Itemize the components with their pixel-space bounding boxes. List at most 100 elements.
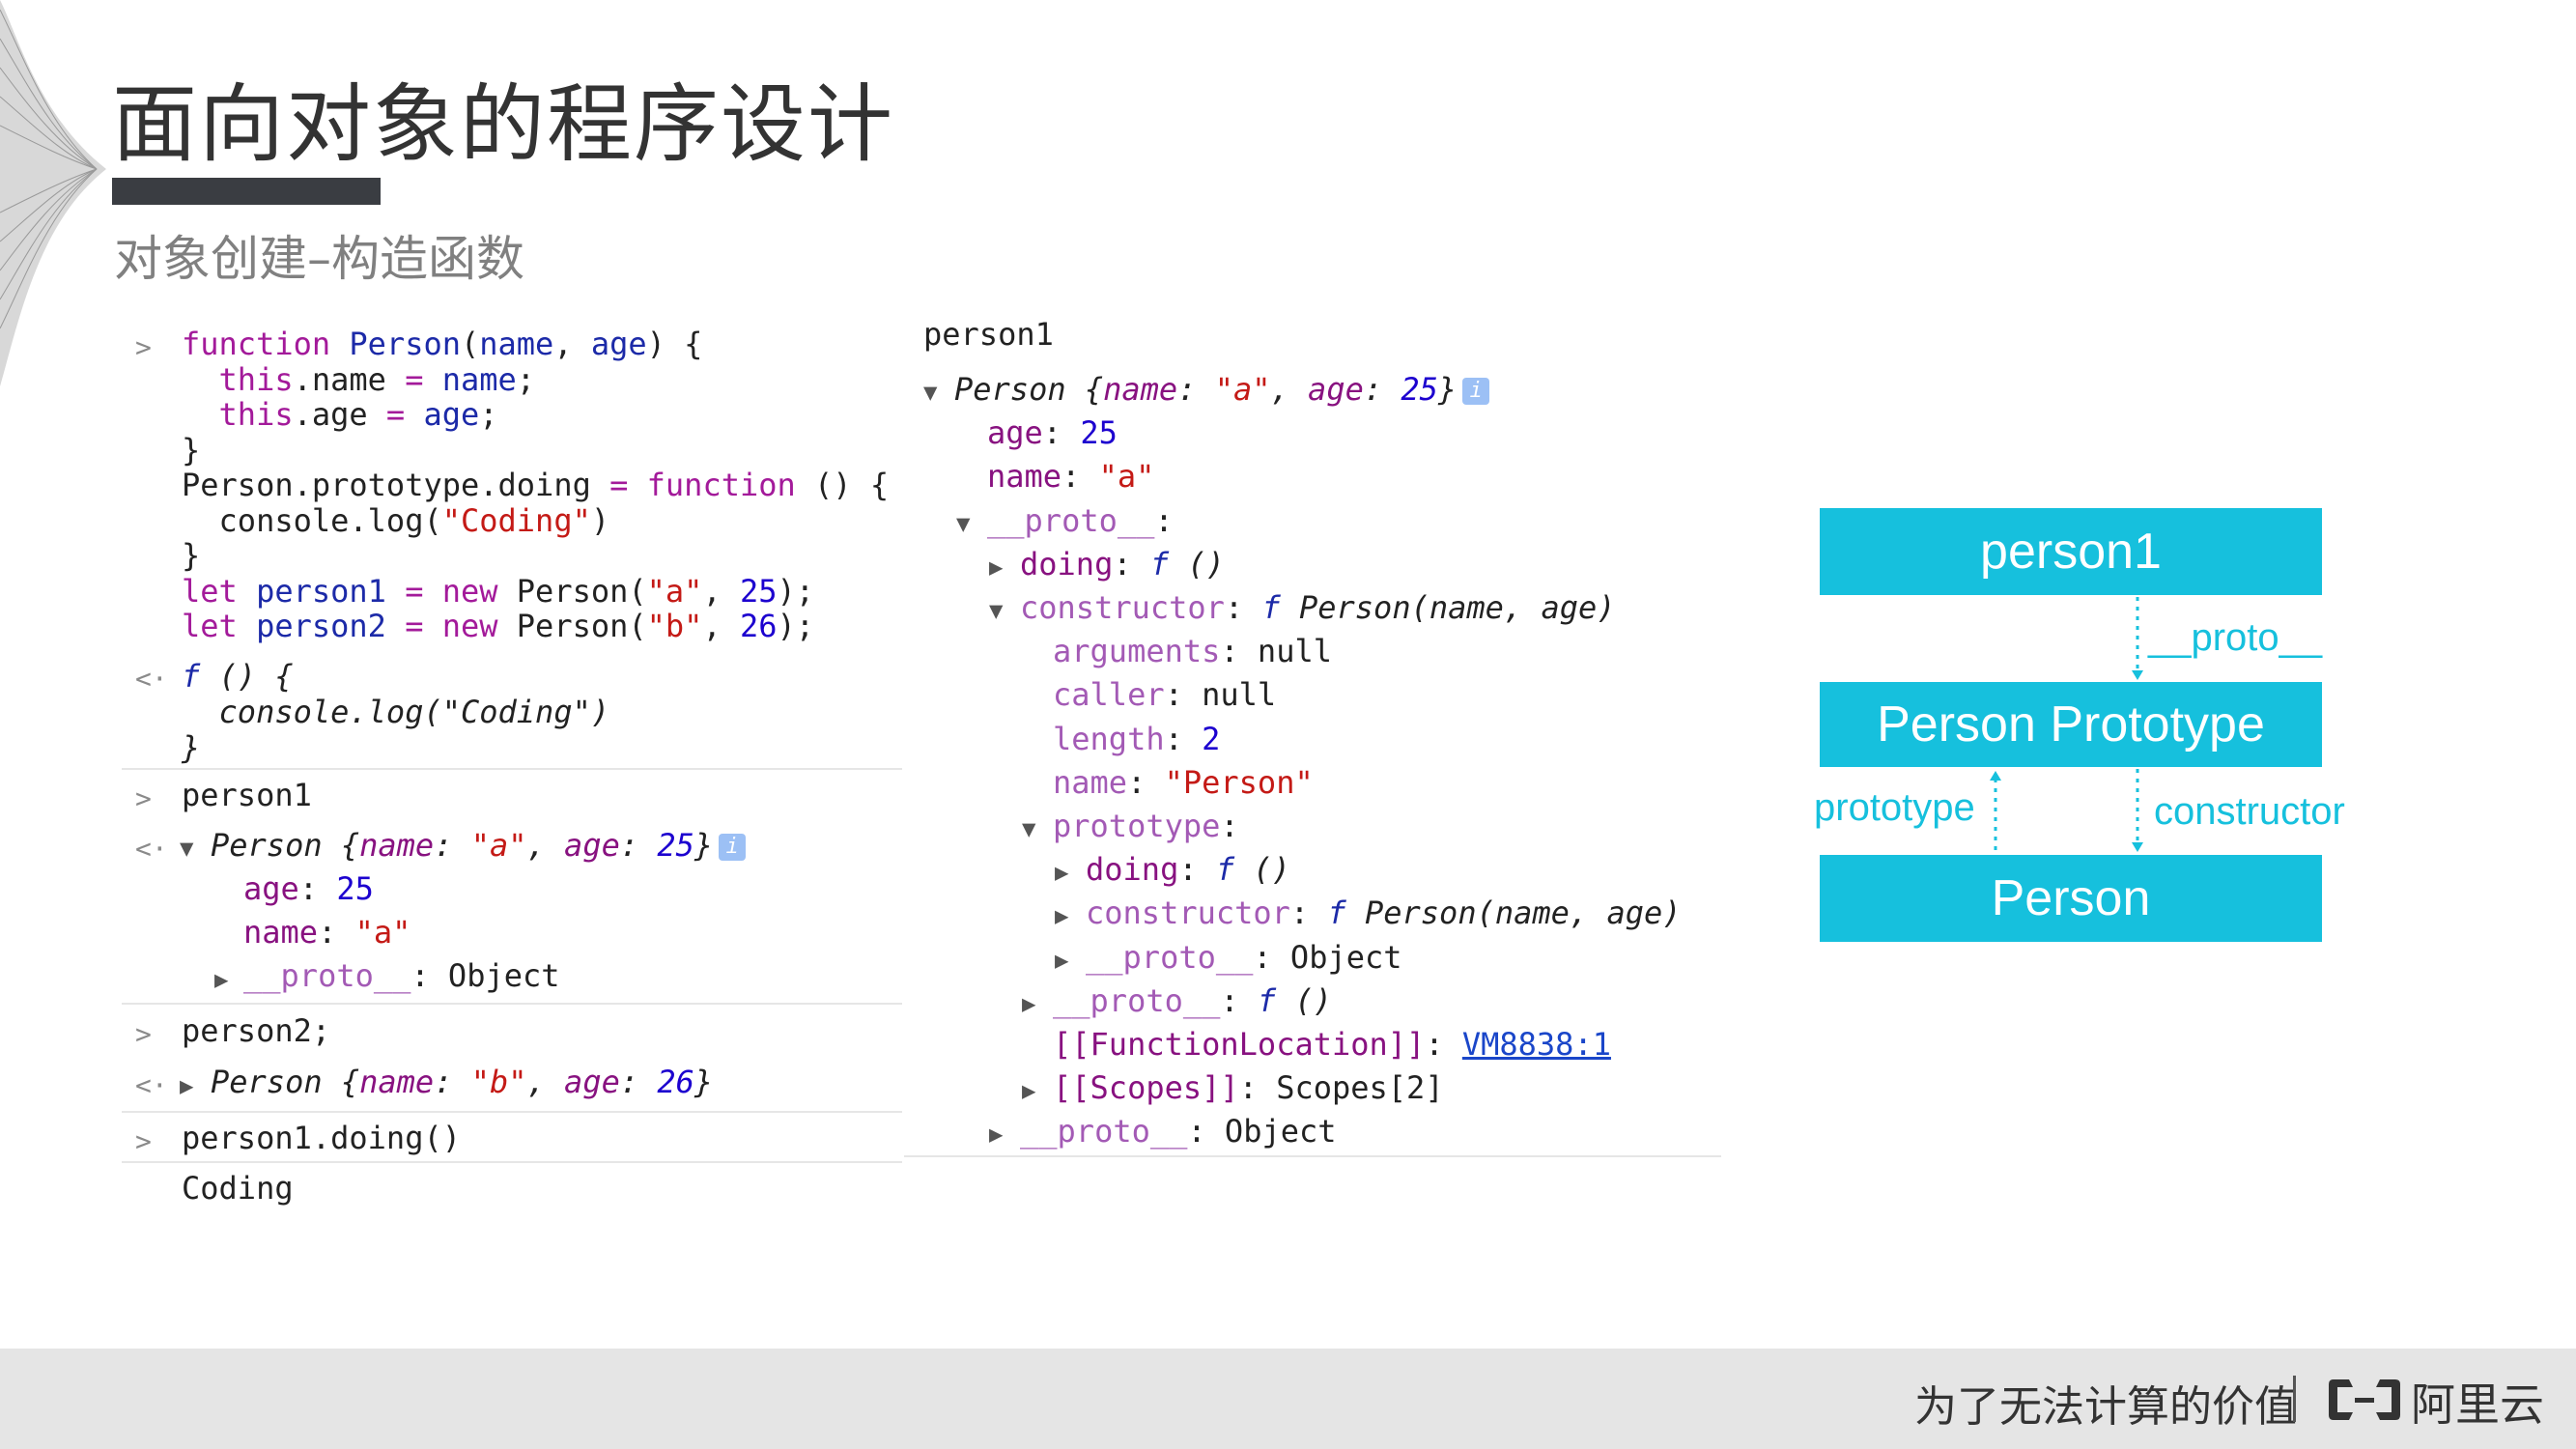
code-token: name	[359, 827, 435, 864]
code-token: length	[1053, 720, 1165, 757]
code-token: f	[1261, 589, 1281, 626]
code-line: this.name = name;	[182, 361, 536, 398]
aliyun-logo-icon	[2329, 1379, 2400, 1420]
code-token: "Person"	[1164, 763, 1314, 801]
tree-node[interactable]: [[Scopes]]: Scopes[2]	[1053, 1070, 1444, 1106]
object-preview-person2[interactable]: Person {name: "b", age: 26}	[211, 1065, 713, 1100]
code-token: 25	[657, 827, 694, 864]
code-token: }	[694, 1064, 714, 1100]
collapse-triangle-icon[interactable]: ▼	[1022, 815, 1036, 842]
property-line: age: 25	[243, 871, 374, 907]
code-token: ()	[1234, 851, 1290, 889]
code-token: console.log(	[182, 501, 442, 539]
code-token: : Object	[410, 957, 560, 994]
code-token: age	[564, 827, 620, 864]
console-input-person2[interactable]: person2;	[182, 1012, 331, 1049]
code-token: }	[182, 729, 201, 766]
code-token: : Object	[1253, 938, 1402, 976]
code-token[interactable]: VM8838:1	[1461, 1026, 1611, 1063]
console-input-person1[interactable]: person1	[182, 777, 312, 813]
code-token: :	[1062, 458, 1099, 496]
slide-title: 面向对象的程序设计	[112, 74, 895, 174]
expand-triangle-icon[interactable]: ▶	[1022, 1077, 1036, 1105]
tree-node[interactable]: __proto__: Object	[1020, 1114, 1337, 1150]
code-token: : null	[1220, 633, 1332, 670]
code-token: "a"	[1098, 458, 1155, 496]
result-line: }	[182, 730, 200, 766]
tree-node[interactable]: __proto__: f ()	[1053, 981, 1332, 1019]
tree-node[interactable]: constructor: f Person(name, age)	[1086, 895, 1682, 931]
tree-node[interactable]: constructor: f Person(name, age)	[1020, 590, 1616, 626]
expand-triangle-icon[interactable]: ▶	[180, 1072, 194, 1099]
expand-triangle-icon[interactable]: ▶	[989, 1121, 1004, 1149]
tree-node: arguments: null	[1053, 634, 1332, 669]
code-token: f	[1327, 895, 1346, 932]
expand-triangle-icon[interactable]: ▶	[1055, 946, 1069, 974]
code-token: __proto__	[987, 501, 1155, 539]
code-token: () {	[200, 658, 294, 695]
code-token: :	[1220, 808, 1239, 844]
code-token: Person	[954, 371, 1085, 408]
code-token: Person	[211, 1064, 341, 1100]
code-token: {	[1084, 371, 1104, 408]
info-badge-icon[interactable]: i	[1462, 378, 1490, 405]
object-preview-person1[interactable]: Person {name: "a", age: 25}i	[211, 827, 747, 864]
code-token: person1	[256, 572, 386, 610]
proto-property[interactable]: __proto__: Object	[243, 958, 560, 994]
info-badge-icon[interactable]: i	[719, 834, 747, 861]
code-token: (	[460, 326, 480, 362]
code-token: f	[182, 658, 201, 695]
console-input-doing[interactable]: person1.doing()	[182, 1120, 461, 1156]
tree-node[interactable]: __proto__:	[987, 501, 1174, 539]
code-token: .age	[293, 396, 386, 433]
code-token: ,	[702, 572, 740, 610]
code-token: constructor	[1020, 589, 1225, 626]
code-token: :	[1042, 414, 1081, 452]
tree-node[interactable]: doing: f ()	[1020, 546, 1225, 582]
code-token: let	[182, 572, 257, 610]
code-token: =	[609, 467, 629, 503]
label-prototype: prototype	[1814, 786, 1975, 829]
code-token: 2	[1202, 720, 1221, 757]
collapse-triangle-icon[interactable]: ▼	[956, 509, 971, 537]
input-prompt-icon: >	[135, 1125, 152, 1157]
console-output-coding: Coding	[182, 1170, 294, 1207]
code-token: );	[777, 608, 815, 644]
collapse-triangle-icon[interactable]: ▼	[989, 597, 1004, 624]
code-token: name	[987, 458, 1062, 496]
code-token: "a"	[470, 827, 527, 864]
collapse-triangle-icon[interactable]: ▼	[923, 379, 938, 406]
expand-triangle-icon[interactable]: ▼	[180, 835, 194, 862]
expand-triangle-icon[interactable]: ▶	[1022, 989, 1036, 1017]
code-token: name	[1103, 371, 1178, 408]
tree-node[interactable]: prototype:	[1053, 809, 1239, 844]
tree-node[interactable]: Person {name: "a", age: 25}i	[954, 371, 1490, 408]
result-prompt-icon: <·	[135, 833, 168, 865]
code-token: ()	[1276, 981, 1332, 1019]
code-token: __proto__	[1020, 1113, 1188, 1151]
tree-node[interactable]: doing: f ()	[1086, 852, 1290, 888]
code-token: {	[340, 827, 360, 864]
console-input-person1-expanded[interactable]: person1	[923, 316, 1054, 353]
code-token: :	[1178, 851, 1216, 889]
expand-triangle-icon[interactable]: ▶	[989, 553, 1004, 581]
code-token: "Coding"	[441, 501, 591, 539]
code-line: console.log("Coding")	[182, 501, 610, 539]
code-token: 25	[1080, 414, 1118, 452]
code-token: "a"	[354, 914, 411, 951]
code-token: age	[405, 396, 480, 433]
tree-node[interactable]: __proto__: Object	[1086, 938, 1402, 976]
code-token: name	[359, 1064, 435, 1100]
expand-triangle-icon[interactable]: ▶	[214, 966, 229, 993]
expand-triangle-icon[interactable]: ▶	[1055, 902, 1069, 930]
code-line: }	[182, 432, 200, 469]
code-line: }	[182, 538, 200, 574]
console-separator	[122, 1161, 902, 1163]
tree-node: name: "a"	[987, 459, 1154, 495]
input-prompt-icon: >	[135, 782, 152, 814]
expand-triangle-icon[interactable]: ▶	[1055, 859, 1069, 887]
result-line: console.log("Coding")	[182, 695, 610, 730]
code-token: Person(	[497, 608, 647, 644]
code-token: name	[479, 326, 554, 362]
code-token: Person(name, age)	[1280, 589, 1616, 626]
